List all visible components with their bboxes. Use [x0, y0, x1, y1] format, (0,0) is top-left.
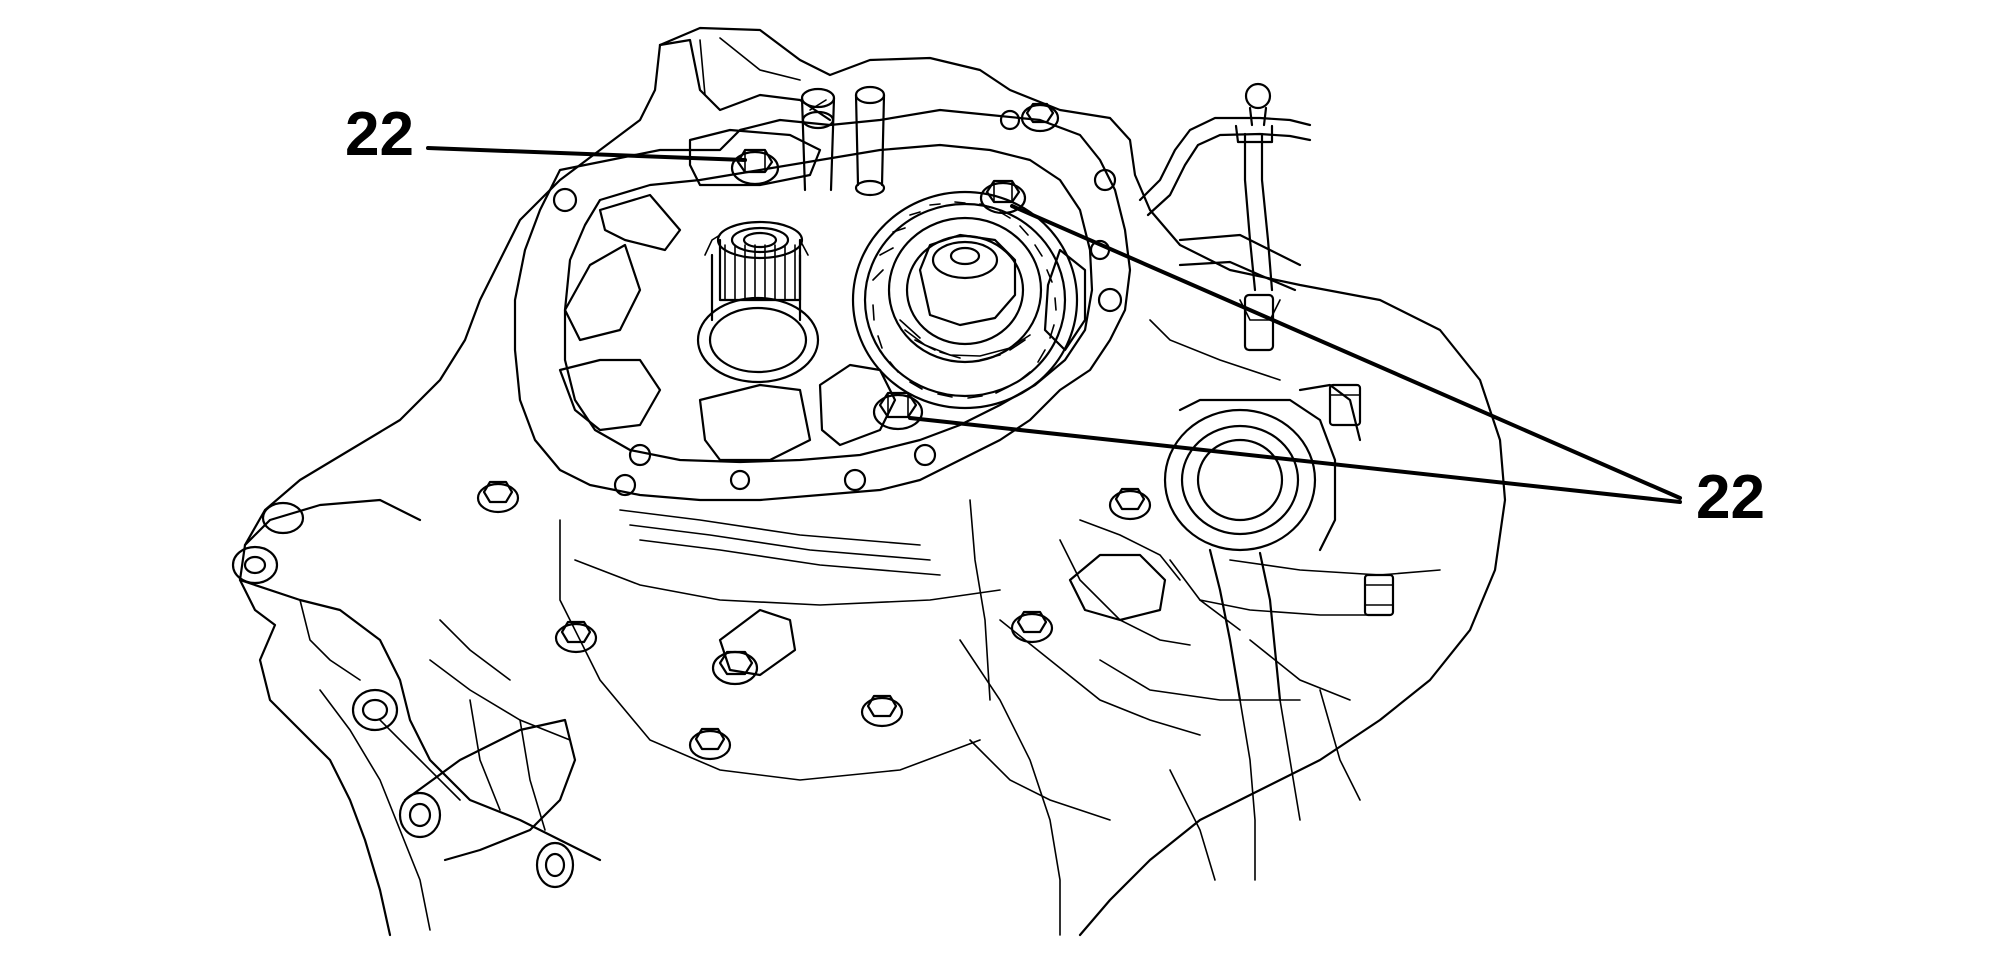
housing-bolt	[476, 480, 520, 514]
bolt-22-top-left	[730, 148, 780, 186]
bolt-22-top-right	[979, 179, 1027, 215]
housing-bolt	[860, 694, 904, 728]
shift-shafts	[800, 85, 886, 197]
housing-bolt	[1010, 610, 1054, 644]
bolt-22-center	[872, 391, 924, 431]
housing-bolt	[688, 727, 732, 761]
callout-label-top-left: 22	[345, 100, 414, 169]
callout-label-right: 22	[1696, 463, 1765, 532]
housing-bolt	[1020, 102, 1060, 133]
release-bearing-area	[1163, 383, 1395, 702]
shift-linkage	[1138, 82, 1312, 381]
leader-line-top-left	[426, 146, 747, 162]
input-shaft-spline	[696, 220, 820, 384]
leader-line-to-top-right-bolt	[1010, 204, 1682, 500]
callout-leaders	[426, 146, 1682, 504]
housing-bolt	[554, 620, 598, 654]
transaxle-housing	[231, 26, 1507, 937]
leader-line-to-center-bolt	[908, 416, 1682, 504]
housing-bolt	[1108, 487, 1152, 521]
case-cover-plate	[513, 108, 1132, 502]
bolts	[476, 102, 1152, 761]
case-ribs	[559, 499, 1191, 781]
drain-plug	[711, 608, 797, 686]
fifth-gear	[851, 190, 1079, 410]
